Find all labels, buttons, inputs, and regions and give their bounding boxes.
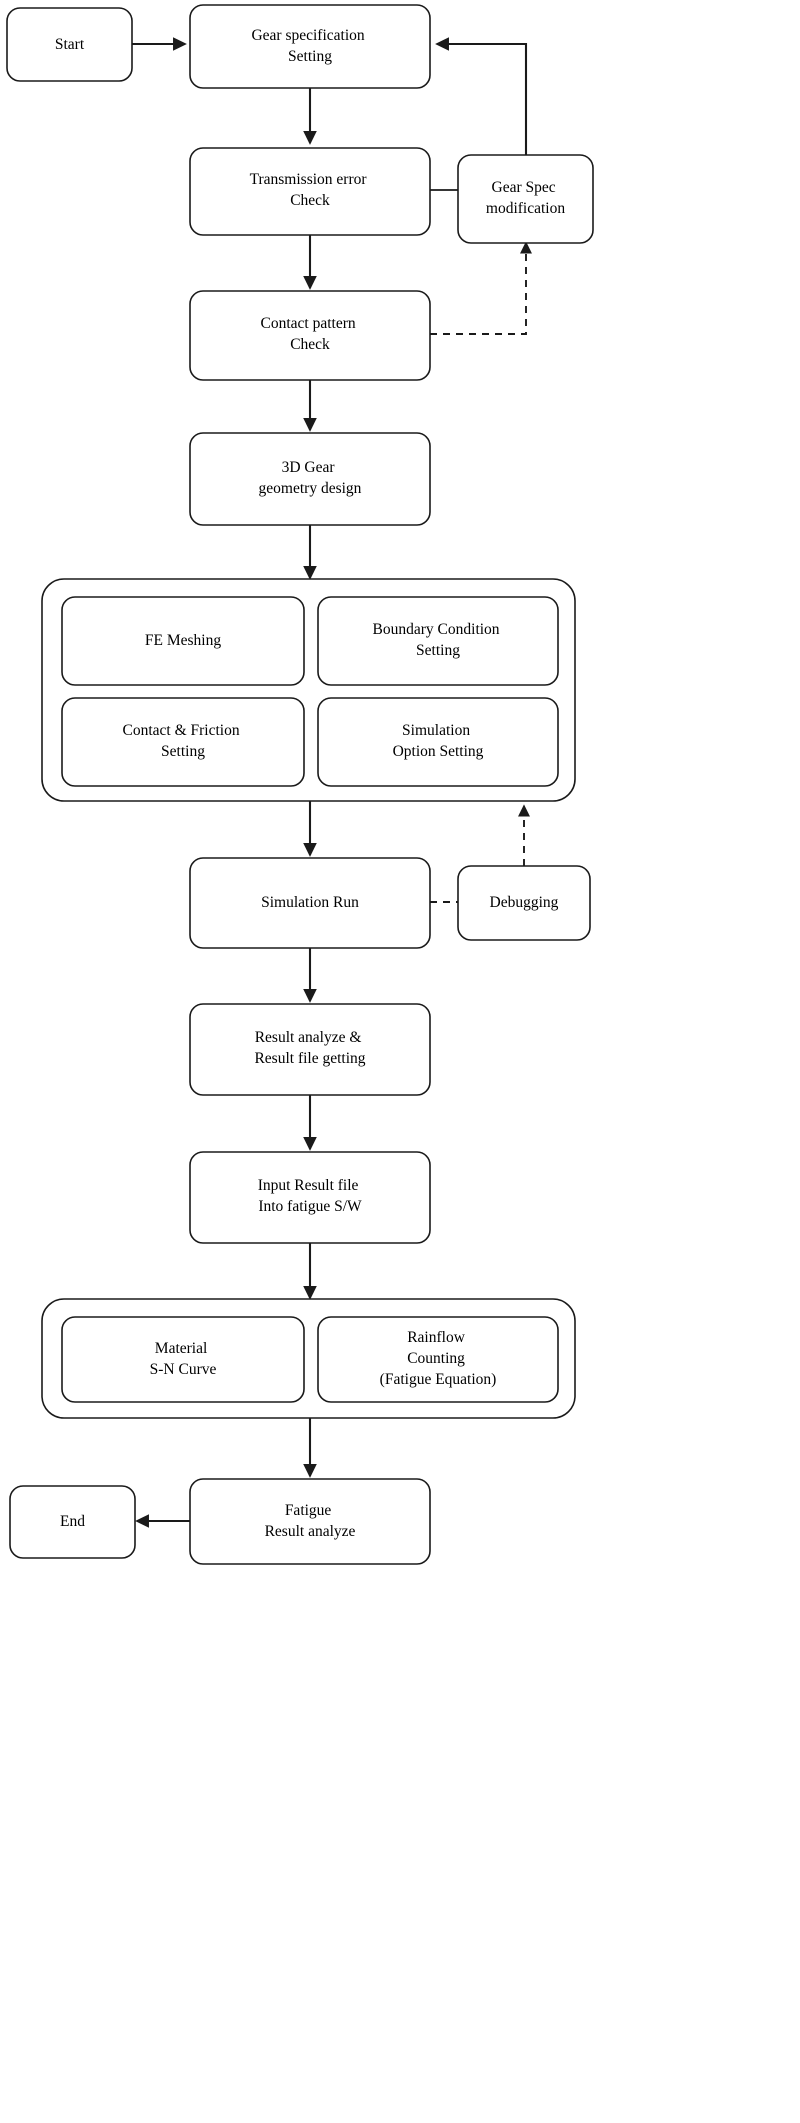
node-gear-spec-modification[interactable]: Gear Spec modification: [457, 154, 594, 244]
node-transmission-error-check-text: Transmission error Check: [250, 171, 371, 209]
node-debugging-box[interactable]: [457, 865, 591, 941]
node-boundary-condition-setting-box[interactable]: [317, 596, 559, 686]
node-start-text: Start: [55, 36, 85, 53]
node-fatigue-result-analyze-box[interactable]: [189, 1478, 431, 1565]
node-end-text: End: [60, 1513, 85, 1530]
node-start[interactable]: Start: [6, 7, 133, 82]
node-debugging-text: Debugging: [490, 894, 559, 911]
node-gear-spec-setting-box[interactable]: [189, 4, 431, 89]
node-rainflow-counting-text: Rainflow Counting (Fatigue Equation): [380, 1329, 497, 1388]
node-input-result-file-text: Input Result file Into fatigue S/W: [258, 1177, 363, 1215]
node-layer: Start Gear specification Setting Transmi…: [6, 4, 594, 1565]
node-material-sn-curve-text: Material S-N Curve: [150, 1340, 217, 1378]
node-result-analyze[interactable]: Result analyze & Result file getting: [189, 1003, 431, 1096]
node-gear-spec-setting-text: Gear specification Setting: [251, 27, 368, 65]
node-end-box[interactable]: [9, 1485, 136, 1559]
node-debugging[interactable]: Debugging: [457, 865, 591, 941]
node-simulation-run-text: Simulation Run: [261, 894, 359, 911]
node-contact-pattern-check[interactable]: Contact pattern Check: [189, 290, 431, 381]
node-contact-pattern-check-text: Contact pattern Check: [261, 315, 360, 353]
node-gear-geometry-design-text: 3D Gear geometry design: [259, 459, 362, 497]
node-simulation-option-setting-text: Simulation Option Setting: [393, 722, 484, 760]
node-transmission-error-check-box[interactable]: [189, 147, 431, 236]
node-end[interactable]: End: [9, 1485, 136, 1559]
node-gear-geometry-design-box[interactable]: [189, 432, 431, 526]
node-fatigue-result-analyze[interactable]: Fatigue Result analyze: [189, 1478, 431, 1565]
node-gear-spec-modification-text: Gear Spec modification: [486, 179, 565, 217]
node-input-result-file[interactable]: Input Result file Into fatigue S/W: [189, 1151, 431, 1244]
node-fe-meshing-text: FE Meshing: [145, 632, 221, 649]
node-boundary-condition-setting[interactable]: Boundary Condition Setting: [317, 596, 559, 686]
node-simulation-option-setting[interactable]: Simulation Option Setting: [317, 697, 559, 787]
node-gear-spec-modification-box[interactable]: [457, 154, 594, 244]
node-rainflow-counting-box[interactable]: [317, 1316, 559, 1403]
node-simulation-run[interactable]: Simulation Run: [189, 857, 431, 949]
node-rainflow-counting[interactable]: Rainflow Counting (Fatigue Equation): [317, 1316, 559, 1403]
node-input-result-file-box[interactable]: [189, 1151, 431, 1244]
node-result-analyze-box[interactable]: [189, 1003, 431, 1096]
node-start-box[interactable]: [6, 7, 133, 82]
node-transmission-error-check[interactable]: Transmission error Check: [189, 147, 431, 236]
edge-contact-pattern-to-modification: [430, 241, 532, 335]
node-contact-friction-setting-box[interactable]: [61, 697, 305, 787]
node-contact-pattern-check-box[interactable]: [189, 290, 431, 381]
node-simulation-option-setting-box[interactable]: [317, 697, 559, 787]
node-fe-meshing-box[interactable]: [61, 596, 305, 686]
node-fe-meshing[interactable]: FE Meshing: [61, 596, 305, 686]
node-simulation-run-box[interactable]: [189, 857, 431, 949]
node-contact-friction-setting-text: Contact & Friction Setting: [123, 722, 244, 760]
node-contact-friction-setting[interactable]: Contact & Friction Setting: [61, 697, 305, 787]
node-gear-spec-setting[interactable]: Gear specification Setting: [189, 4, 431, 89]
node-result-analyze-text: Result analyze & Result file getting: [254, 1029, 365, 1067]
node-fatigue-result-analyze-text: Fatigue Result analyze: [265, 1502, 356, 1540]
node-boundary-condition-setting-text: Boundary Condition Setting: [373, 621, 504, 659]
edge-layer: [132, 37, 532, 1528]
node-material-sn-curve[interactable]: Material S-N Curve: [61, 1316, 305, 1403]
edge-modification-to-gear-spec: [435, 37, 528, 155]
node-gear-geometry-design[interactable]: 3D Gear geometry design: [189, 432, 431, 526]
node-material-sn-curve-box[interactable]: [61, 1316, 305, 1403]
